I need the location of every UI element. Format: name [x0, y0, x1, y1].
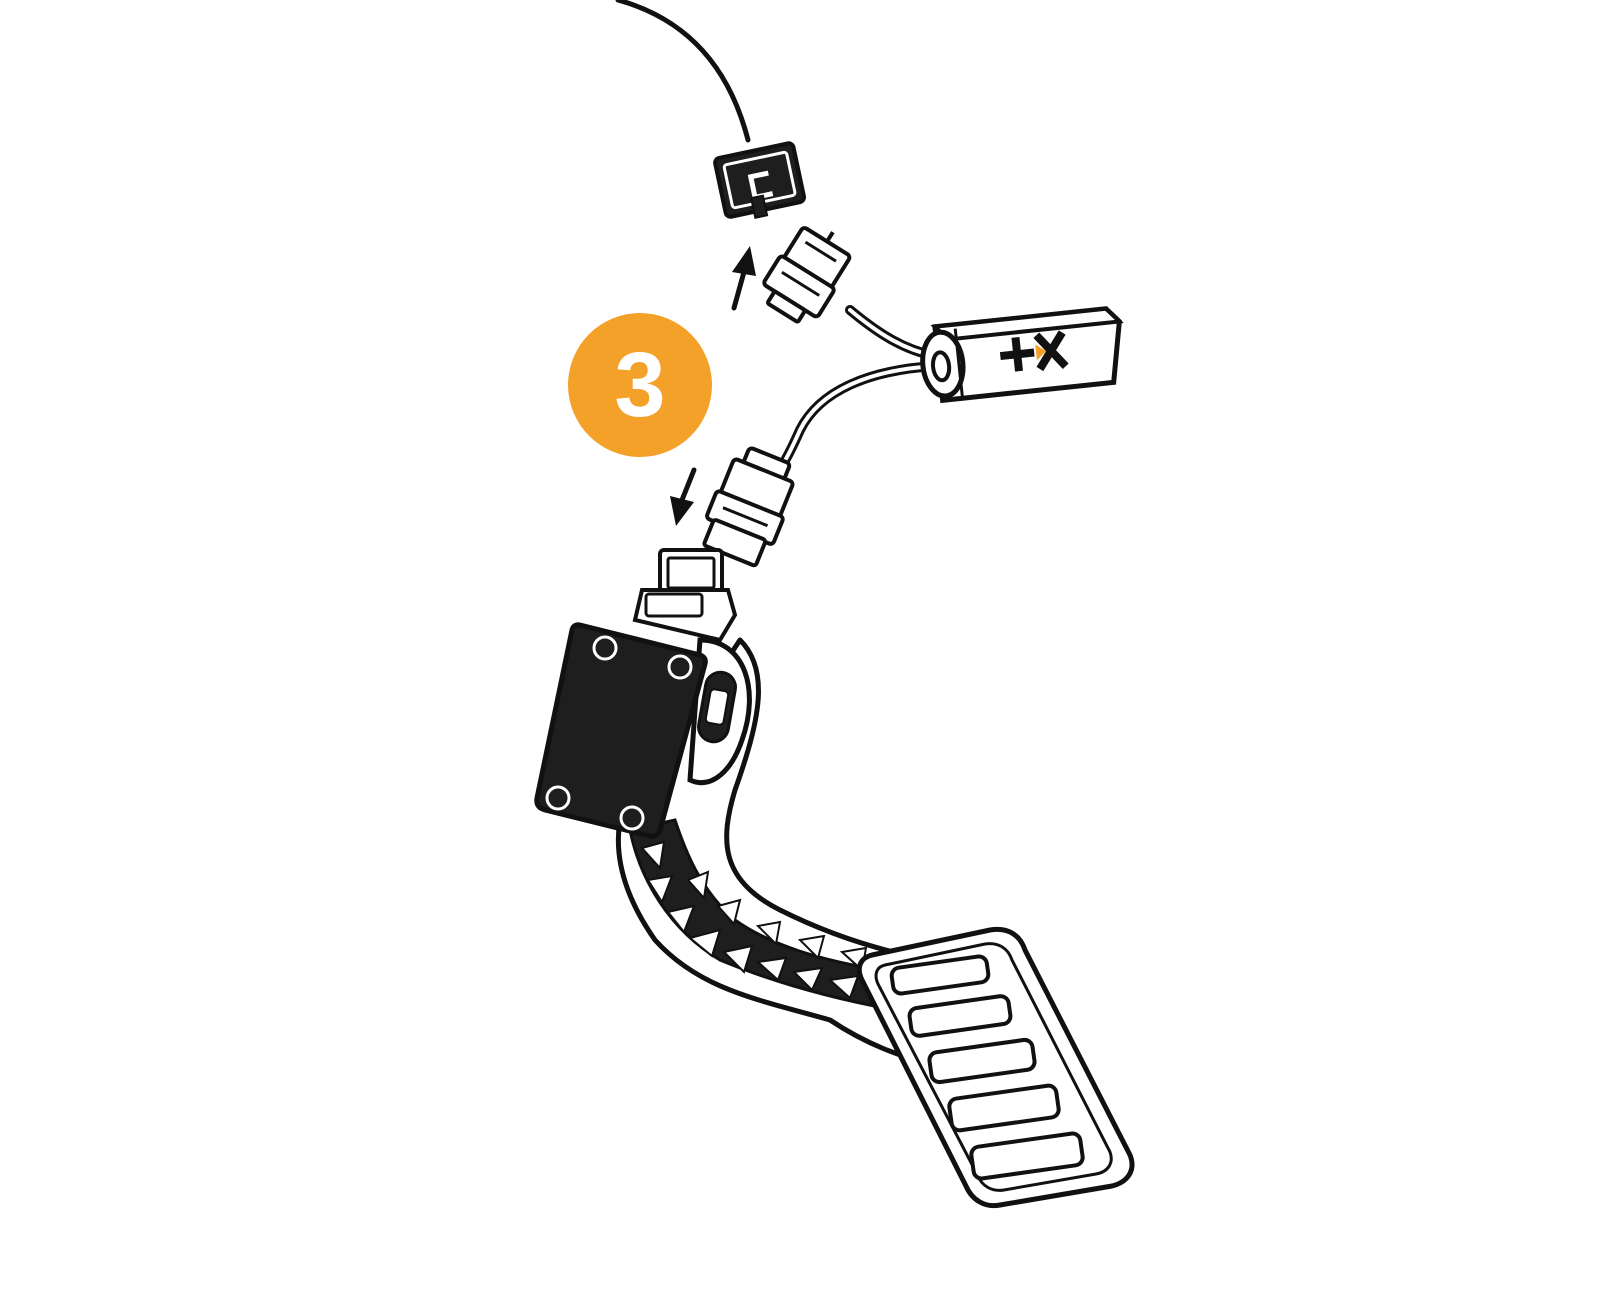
screw-icon: [667, 654, 693, 680]
screw-icon: [619, 805, 645, 831]
step-badge: 3: [568, 313, 712, 457]
plus-x-module: [920, 306, 1124, 404]
pad-rib: [969, 1131, 1085, 1181]
pad-rib: [927, 1037, 1037, 1085]
pedal-foot-pad: [856, 926, 1135, 1209]
pedal-lattice-holes: [640, 840, 868, 1000]
screw-icon: [545, 785, 571, 811]
arrow-up-icon: [731, 246, 756, 311]
pad-rib: [947, 1083, 1061, 1133]
pedal-pivot-slot: [697, 670, 737, 744]
sensor-plate: [534, 622, 708, 839]
pad-rib: [907, 994, 1013, 1038]
vehicle-harness-cable: [615, 0, 751, 143]
plus-x-logo-icon: [999, 330, 1069, 372]
screw-icon: [592, 635, 618, 661]
vehicle-connector: [713, 141, 807, 219]
step-number: 3: [614, 334, 665, 436]
adapter-lower-connector: [702, 446, 795, 568]
pad-rib: [889, 954, 991, 996]
pedal-sensor-connector: [632, 548, 738, 643]
arrow-down-icon: [670, 467, 697, 526]
adapter-upper-connector: [762, 226, 852, 324]
